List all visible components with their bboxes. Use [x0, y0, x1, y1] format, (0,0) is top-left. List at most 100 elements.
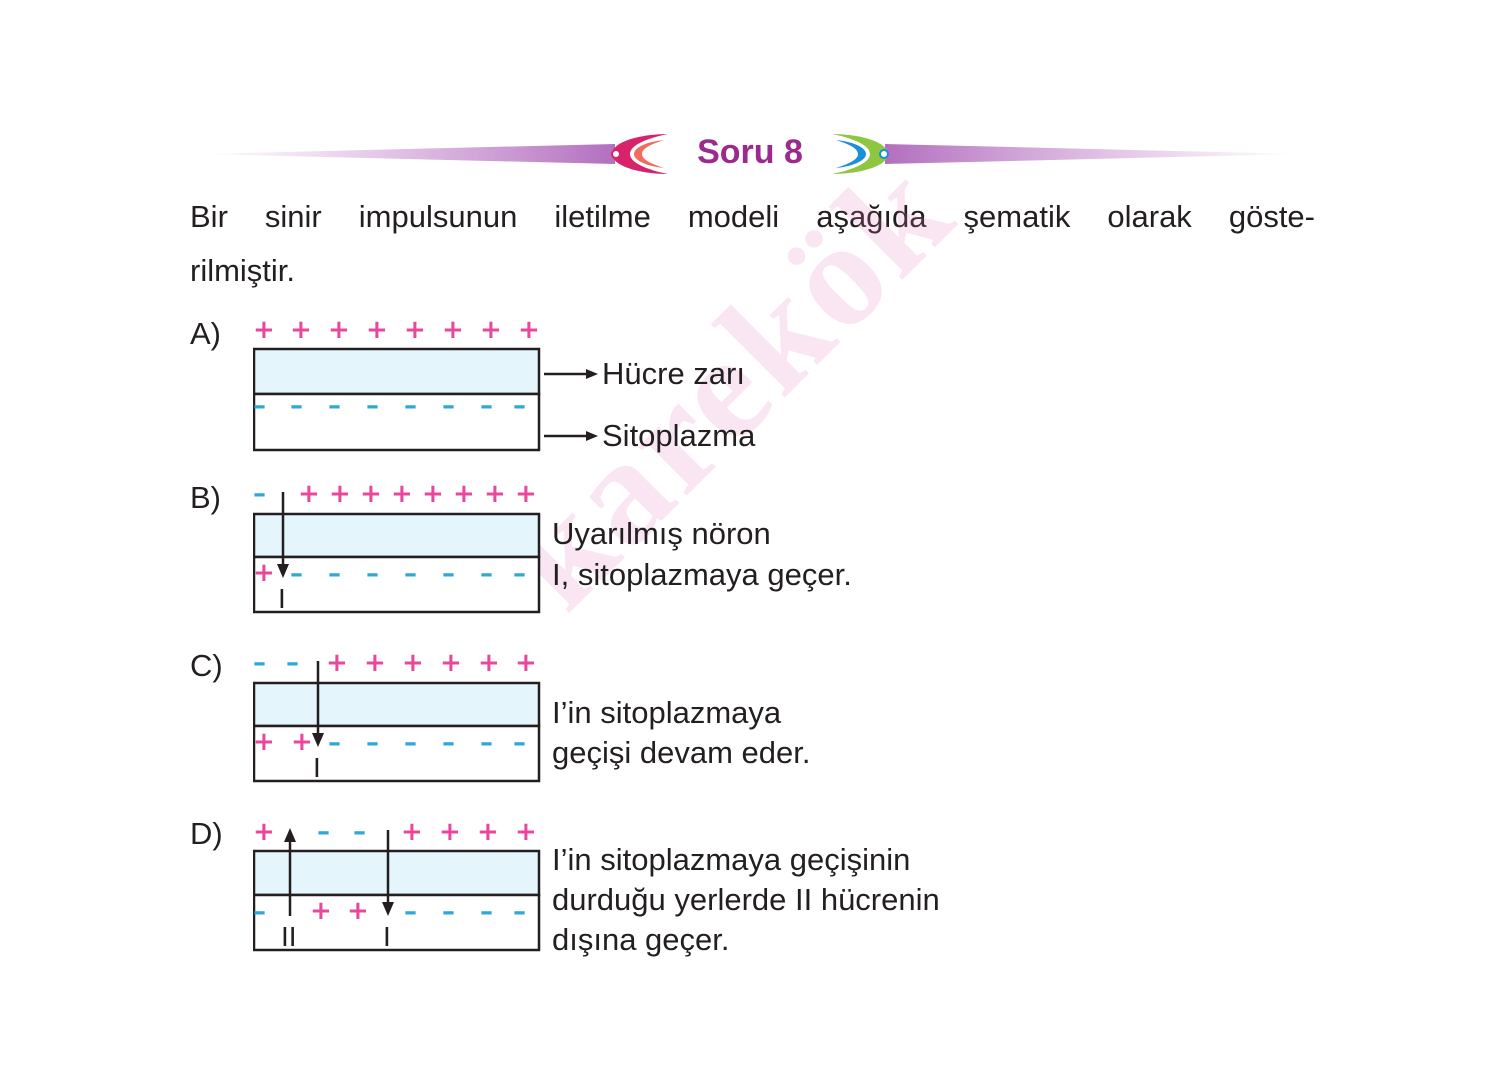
- panel-c-membrane: [253, 681, 541, 728]
- question-title: Soru 8: [697, 133, 803, 171]
- svg-text:–: –: [480, 728, 493, 758]
- panel-d-outer-charges: + – – + + + +: [253, 817, 537, 847]
- svg-text:+: +: [360, 479, 382, 509]
- svg-text:–: –: [290, 391, 303, 421]
- panel-d-inner-charges: – + + – – – –: [253, 896, 526, 927]
- pointer-arrow-icon: [544, 369, 598, 379]
- svg-text:–: –: [353, 817, 366, 847]
- ion-i-label: I: [278, 583, 286, 614]
- svg-text:–: –: [253, 897, 266, 927]
- panel-b-cytoplasm: [253, 555, 541, 614]
- panel-a-outer-charges: + + + + + + + +: [253, 315, 540, 345]
- ion-i-label: I: [313, 752, 321, 783]
- svg-text:+: +: [480, 315, 502, 345]
- panel-c-outer-charges: – – + + + + + +: [253, 648, 537, 678]
- question-text-line-1: Bir sinir impulsunun iletilme modeli aşa…: [190, 199, 1315, 234]
- panel-b-inner-charges: + – – – – – – –: [253, 558, 526, 589]
- panel-d-label: D): [190, 816, 223, 851]
- svg-text:–: –: [513, 897, 526, 927]
- ion-i-inflow-arrow-icon: [312, 661, 324, 747]
- svg-text:–: –: [513, 559, 526, 589]
- svg-text:+: +: [402, 648, 424, 678]
- ion-i-inflow-arrow-icon: [277, 492, 289, 578]
- svg-text:–: –: [366, 391, 379, 421]
- svg-text:+: +: [326, 648, 348, 678]
- svg-text:+: +: [515, 648, 537, 678]
- panel-d-note-3: dışına geçer.: [552, 922, 730, 957]
- svg-text:+: +: [422, 479, 444, 509]
- svg-text:+: +: [364, 648, 386, 678]
- right-swoosh-icon: [832, 134, 889, 174]
- panel-c-diagram: – – + + + + + + + + – – – – – – I: [253, 648, 541, 783]
- svg-text:–: –: [442, 391, 455, 421]
- svg-text:–: –: [404, 897, 417, 927]
- svg-text:–: –: [366, 728, 379, 758]
- panel-b-note-1: Uyarılmış nöron: [552, 516, 771, 551]
- svg-text:–: –: [513, 728, 526, 758]
- ion-ii-outflow-arrow-icon: [284, 828, 296, 916]
- svg-text:+: +: [328, 315, 350, 345]
- panel-d-note-1: I’in sitoplazmaya geçişinin: [552, 842, 911, 877]
- svg-text:+: +: [440, 648, 462, 678]
- svg-text:+: +: [298, 479, 320, 509]
- svg-text:–: –: [442, 897, 455, 927]
- svg-text:+: +: [329, 479, 351, 509]
- svg-text:+: +: [253, 817, 275, 847]
- panel-a-note-membrane: Hücre zarı: [602, 356, 745, 391]
- header-bar-left: [200, 144, 615, 164]
- svg-text:+: +: [515, 817, 537, 847]
- svg-text:–: –: [253, 391, 266, 421]
- svg-text:–: –: [480, 897, 493, 927]
- svg-text:–: –: [317, 817, 330, 847]
- svg-text:+: +: [515, 479, 537, 509]
- svg-text:–: –: [328, 728, 341, 758]
- svg-text:+: +: [401, 817, 423, 847]
- question-text-line-2: rilmiştir.: [190, 253, 296, 288]
- svg-text:–: –: [253, 648, 266, 678]
- svg-text:–: –: [442, 559, 455, 589]
- panel-d-cytoplasm: [253, 893, 541, 952]
- svg-text:+: +: [478, 648, 500, 678]
- panel-c-note-2: geçişi devam eder.: [552, 735, 811, 770]
- pointer-arrow-icon: [544, 431, 598, 441]
- ion-i-label: I: [383, 921, 391, 952]
- svg-text:+: +: [404, 315, 426, 345]
- panel-a-diagram: + + + + + + + + – – – – – – – –: [253, 315, 598, 452]
- svg-text:–: –: [480, 559, 493, 589]
- panel-b-note-2: I, sitoplazmaya geçer.: [552, 557, 852, 592]
- svg-text:+: +: [290, 315, 312, 345]
- svg-text:–: –: [442, 728, 455, 758]
- svg-text:–: –: [328, 559, 341, 589]
- svg-text:–: –: [366, 559, 379, 589]
- svg-text:+: +: [439, 817, 461, 847]
- panel-b-membrane: [253, 512, 541, 559]
- panel-a-note-cytoplasm: Sitoplazma: [602, 418, 756, 453]
- svg-text:+: +: [391, 479, 413, 509]
- svg-text:+: +: [253, 727, 275, 757]
- panel-b-diagram: – + + + + + + + + + – – – – – – – I: [253, 479, 541, 614]
- panel-c-label: C): [190, 648, 223, 683]
- svg-text:–: –: [286, 648, 299, 678]
- header-decoration: [200, 134, 1300, 174]
- svg-text:+: +: [442, 315, 464, 345]
- panel-c-inner-charges: + + – – – – – –: [253, 727, 526, 758]
- panel-a-label: A): [190, 316, 221, 351]
- svg-text:+: +: [366, 315, 388, 345]
- panel-a-cytoplasm: [253, 392, 541, 452]
- svg-text:–: –: [404, 559, 417, 589]
- svg-text:+: +: [477, 817, 499, 847]
- panel-d-diagram: + – – + + + + – + + – – – – II I: [253, 817, 541, 952]
- svg-text:–: –: [404, 391, 417, 421]
- svg-text:+: +: [253, 315, 275, 345]
- panel-d-note-2: durduğu yerlerde II hücrenin: [552, 882, 940, 917]
- header-bar-right: [885, 144, 1300, 164]
- panel-b-outer-charges: – + + + + + + + +: [253, 479, 537, 509]
- svg-text:+: +: [453, 479, 475, 509]
- svg-text:–: –: [290, 559, 303, 589]
- svg-text:+: +: [310, 896, 332, 926]
- panel-c-note-1: I’in sitoplazmaya: [552, 695, 782, 730]
- svg-text:–: –: [404, 728, 417, 758]
- svg-text:+: +: [484, 479, 506, 509]
- panel-d-membrane: [253, 849, 541, 897]
- panel-b-label: B): [190, 480, 221, 515]
